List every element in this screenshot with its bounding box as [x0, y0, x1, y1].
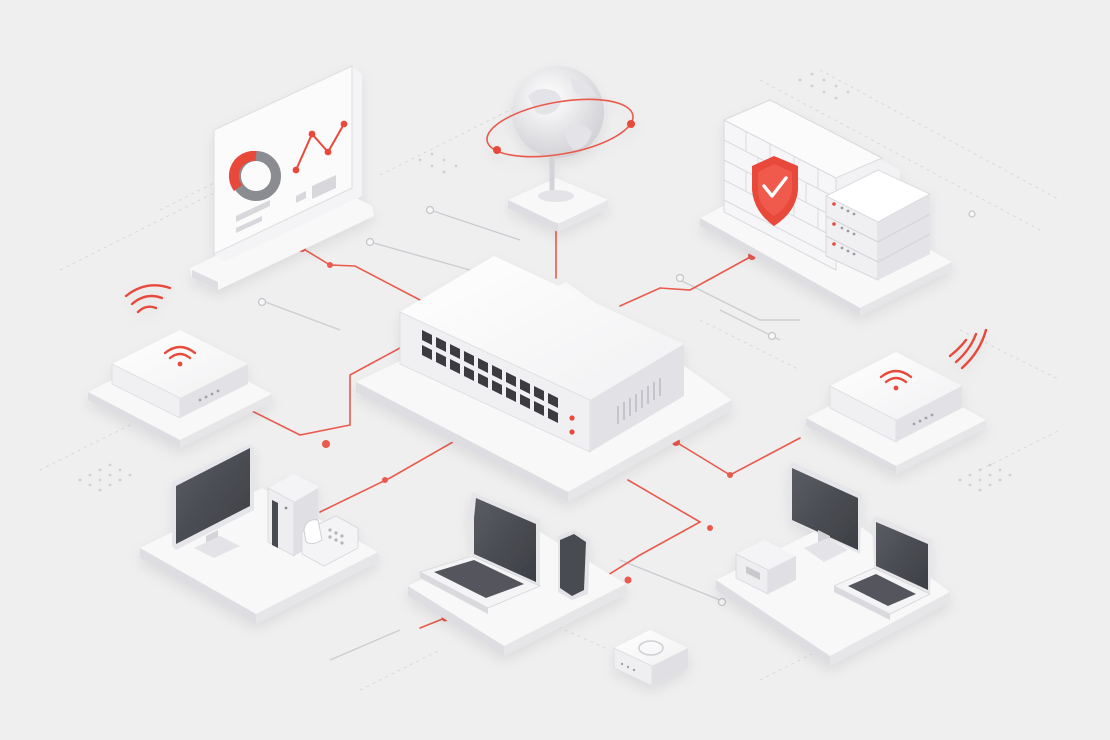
dot-grid-top [418, 72, 850, 174]
dot-grid-right [958, 463, 1012, 492]
router-icon [267, 474, 318, 557]
wifi-signal-icon [124, 284, 172, 314]
line-chart-icon [292, 120, 348, 174]
ap-left-node[interactable] [88, 284, 272, 448]
hub-switch-node[interactable] [356, 256, 732, 502]
desk-phone-icon [301, 515, 359, 567]
link-ap-right [675, 437, 801, 476]
monitor-icon [788, 462, 862, 562]
link-dashboard [301, 247, 421, 301]
ap-right-node[interactable] [806, 328, 988, 474]
donut-chart-icon [228, 150, 281, 201]
wifi-icon [163, 345, 197, 367]
link-mobile [599, 479, 702, 581]
hub-box-icon [735, 540, 796, 595]
office-node[interactable] [140, 444, 378, 624]
switch-ports [422, 330, 558, 423]
gray-link-nodes [257, 205, 976, 607]
switch-vent [617, 378, 661, 424]
server-rack-icon [824, 169, 932, 281]
internet-node[interactable] [483, 66, 638, 232]
iot-hub-icon [613, 630, 688, 687]
sensor-node[interactable] [613, 630, 688, 687]
smartphone-icon [558, 530, 590, 600]
shield-check-icon [752, 156, 798, 226]
laptop-icon [833, 516, 932, 620]
switch-icon [399, 256, 684, 453]
dot-grid-left [78, 463, 132, 492]
wifi-signal-icon [948, 328, 988, 370]
link-ap-left [249, 347, 401, 436]
desktop-icon [172, 444, 254, 558]
workstation-node[interactable] [716, 462, 950, 666]
globe-icon [486, 66, 635, 202]
laptop-icon [418, 492, 542, 614]
dashboard-icon [213, 65, 362, 262]
security-node[interactable] [700, 99, 952, 316]
wifi-icon [879, 369, 913, 391]
dashboard-node[interactable] [190, 65, 374, 290]
link-security [619, 255, 753, 307]
mobile-node[interactable] [408, 492, 626, 656]
